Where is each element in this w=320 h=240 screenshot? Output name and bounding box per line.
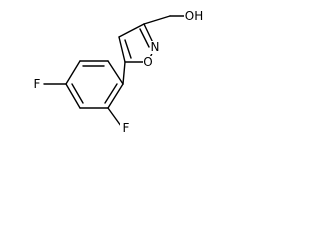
ring-oxygen-label: O — [143, 55, 152, 69]
bond-c6-f — [107, 107, 122, 127]
bond-c4-c3 — [118, 23, 145, 38]
double-bond-c5-c4 — [124, 39, 132, 59]
bond-aryl-isoxazole — [122, 61, 126, 85]
hydroxyl-label: OH — [185, 9, 203, 23]
ring-nitrogen-label: N — [151, 40, 160, 54]
double-bond-c3-n — [139, 28, 150, 48]
bond-c1-c2 — [107, 60, 124, 85]
phenyl-ring — [65, 60, 124, 109]
structure-diagram: OH N O F F — [32, 9, 204, 135]
bond-c3-ch2 — [143, 15, 171, 25]
double-bond-inner-left — [71, 83, 84, 104]
bond-c6-c1 — [107, 83, 124, 109]
bond-c5-c4 — [118, 36, 126, 63]
double-bond-inner-right — [104, 83, 118, 104]
fluorine-para-label: F — [34, 77, 41, 91]
isoxazole-ring — [118, 23, 156, 63]
bond-c4-c5 — [65, 83, 81, 109]
fluorine-ortho-label: F — [123, 121, 130, 135]
bond-c3-c4 — [65, 60, 81, 85]
